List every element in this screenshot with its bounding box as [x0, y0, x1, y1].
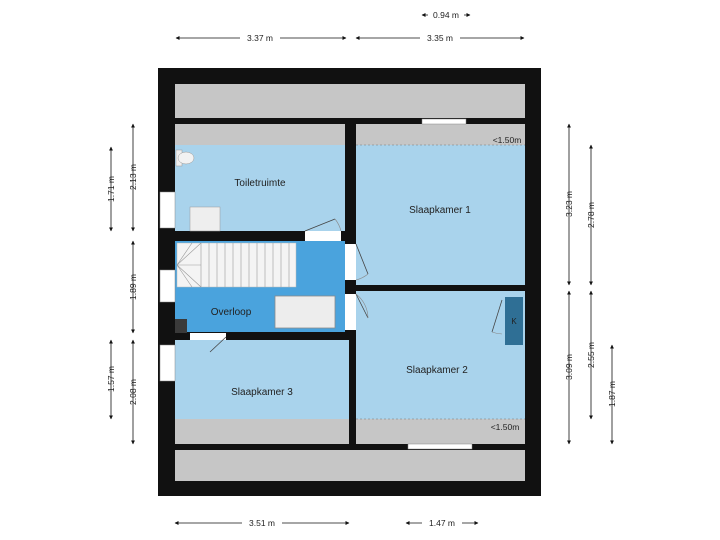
svg-text:2.13 m: 2.13 m	[128, 164, 138, 190]
dim-right-5: 1.87 m	[607, 344, 617, 445]
door-bed1	[345, 243, 369, 281]
dim-top-left: 3.37 m	[175, 31, 347, 44]
svg-text:3.35 m: 3.35 m	[427, 33, 453, 43]
low-ceiling-bottom	[175, 450, 525, 481]
svg-text:3.23 m: 3.23 m	[564, 191, 574, 217]
low-ceiling-bed2	[356, 419, 525, 444]
svg-text:2.08 m: 2.08 m	[128, 379, 138, 405]
low-ceiling-bed1	[356, 124, 525, 145]
low-ceiling-toilet	[175, 124, 345, 145]
dim-right-1: 3.23 m	[564, 123, 574, 286]
room-bed1	[356, 124, 525, 285]
chimney	[175, 319, 187, 333]
svg-text:3.51 m: 3.51 m	[249, 518, 275, 528]
window-bed2	[407, 443, 473, 450]
landing-fixture	[274, 295, 336, 329]
door-bed3	[190, 333, 227, 353]
svg-text:1.57 m: 1.57 m	[106, 366, 116, 392]
staircase	[176, 242, 297, 288]
dim-right-4: 2.55 m	[586, 290, 596, 420]
dim-left-2: 2.13 m	[128, 123, 138, 232]
window-left-stairs	[159, 269, 176, 303]
room-label-toilet: Toiletruimte	[234, 178, 286, 189]
door-toilet	[304, 218, 342, 241]
dim-left-5: 2.08 m	[128, 339, 138, 445]
room-label-bed3: Slaapkamer 3	[231, 387, 293, 398]
dim-bottom-right: 1.47 m	[405, 516, 479, 529]
dim-top-right: 3.35 m	[355, 31, 525, 44]
svg-text:2.55 m: 2.55 m	[586, 342, 596, 368]
room-label-bed2: Slaapkamer 2	[406, 365, 468, 376]
window-bed1	[421, 118, 467, 125]
dim-right-3: 3.09 m	[564, 290, 574, 445]
height-note-bed2: <1.50m	[491, 422, 520, 432]
window-left-bed3	[159, 344, 176, 382]
door-bed2	[345, 293, 369, 330]
toilet-fixture	[175, 149, 195, 167]
closet-label: K	[511, 317, 517, 326]
height-note-bed1: <1.50m	[493, 135, 522, 145]
svg-text:1.87 m: 1.87 m	[607, 381, 617, 407]
door-closet	[491, 299, 503, 335]
dim-bottom-left: 3.51 m	[174, 516, 350, 529]
dim-left-3: 1.89 m	[128, 240, 138, 334]
window-left-toilet	[159, 191, 176, 229]
dim-right-2: 2.78 m	[586, 144, 596, 286]
svg-text:1.71 m: 1.71 m	[106, 176, 116, 202]
svg-text:2.78 m: 2.78 m	[586, 202, 596, 228]
svg-text:3.09 m: 3.09 m	[564, 354, 574, 380]
svg-text:0.94 m: 0.94 m	[433, 10, 459, 20]
svg-text:1.47 m: 1.47 m	[429, 518, 455, 528]
room-label-bed1: Slaapkamer 1	[409, 205, 471, 216]
room-label-landing: Overloop	[211, 307, 252, 318]
sink-fixture	[189, 206, 221, 232]
closet	[505, 297, 523, 345]
dim-top-small: 0.94 m	[421, 8, 471, 21]
dim-left-1: 1.71 m	[106, 146, 116, 232]
svg-text:3.37 m: 3.37 m	[247, 33, 273, 43]
dim-left-4: 1.57 m	[106, 339, 116, 420]
low-ceiling-top	[175, 84, 525, 118]
svg-text:1.89 m: 1.89 m	[128, 274, 138, 300]
low-ceiling-bed3	[175, 419, 349, 444]
